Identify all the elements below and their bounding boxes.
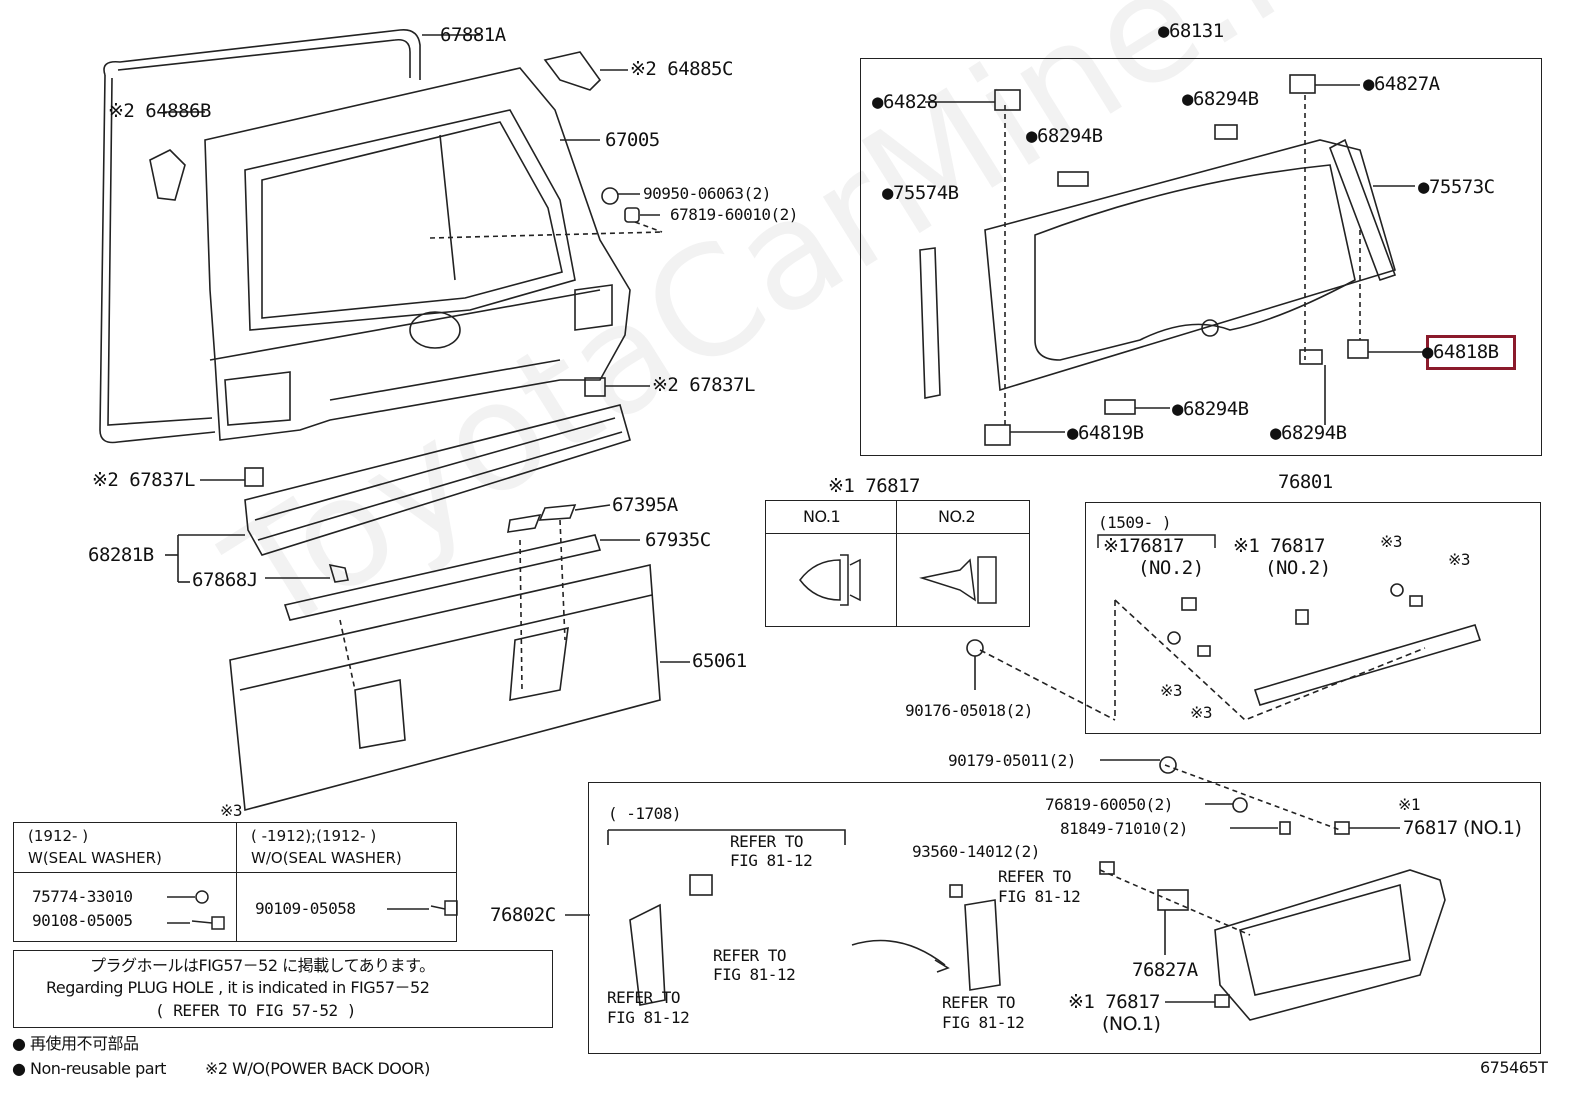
note-line-refer[interactable]: ( REFER TO FIG 57-52 ) (155, 1001, 356, 1020)
label-67837l-left[interactable]: ※2 67837L (92, 469, 195, 491)
clip-no1-heading: NO.1 (803, 507, 841, 526)
label-76819[interactable]: 76819-60050(2) (1045, 795, 1173, 814)
note-x3-b: ※3 (1448, 550, 1471, 569)
label-64828[interactable]: ●64828 (872, 91, 938, 113)
label-range-1509: (1509- ) (1098, 513, 1172, 532)
label-64818b[interactable]: ●64818B (1422, 341, 1499, 363)
label-93560[interactable]: 93560-14012(2) (912, 842, 1040, 861)
note-x1: ※1 (1398, 795, 1421, 814)
plug-hole-note (13, 950, 553, 1028)
label-65061[interactable]: 65061 (692, 650, 747, 672)
label-64827a[interactable]: ●64827A (1363, 73, 1440, 95)
refer-4-line2[interactable]: FIG 81-12 (998, 887, 1081, 906)
washer-and-bolt-icon (167, 890, 225, 930)
lamp-group-box (588, 782, 1541, 1054)
note-line-jp: プラグホールはFIG57－52 に掲載してあります。 (90, 956, 435, 975)
label-76817-d[interactable]: ※1 76817 (1068, 991, 1161, 1013)
refer-3-line1[interactable]: REFER TO (607, 988, 681, 1007)
refer-3-line2[interactable]: FIG 81-12 (607, 1008, 690, 1027)
label-64885c[interactable]: ※2 64885C (630, 58, 733, 80)
label-76817-d-no1: (NO.1) (1102, 1013, 1161, 1035)
table-90109[interactable]: 90109-05058 (255, 899, 356, 918)
label-76827a[interactable]: 76827A (1132, 959, 1198, 981)
table-col1-head1: (1912- ) (28, 827, 89, 845)
legend-nonreusable-en: ● Non-reusable part (12, 1059, 166, 1078)
table-col2-head2: W/O(SEAL WASHER) (251, 849, 402, 867)
refer-5-line2[interactable]: FIG 81-12 (942, 1013, 1025, 1032)
refer-1-line2[interactable]: FIG 81-12 (730, 851, 813, 870)
label-76817-b[interactable]: ※1 76817 (1233, 535, 1326, 557)
label-176817[interactable]: ※176817 (1103, 535, 1185, 557)
label-67395a[interactable]: 67395A (612, 494, 678, 516)
label-67005[interactable]: 67005 (605, 129, 660, 151)
label-67819[interactable]: 67819-60010(2) (670, 205, 798, 224)
label-67935c[interactable]: 67935C (645, 529, 711, 551)
bolt-icon (387, 900, 458, 916)
clip-type-box (765, 500, 1030, 627)
label-90179[interactable]: 90179-05011(2) (948, 751, 1076, 770)
label-76817-c-no1: (NO.1) (1463, 817, 1522, 839)
note-x3-c: ※3 (1160, 681, 1183, 700)
clip-no2-heading: NO.2 (938, 507, 976, 526)
label-81849[interactable]: 81849-71010(2) (1060, 819, 1188, 838)
note-line-en: Regarding PLUG HOLE , it is indicated in… (46, 978, 430, 997)
label-76801[interactable]: 76801 (1278, 471, 1333, 493)
table-marker: ※3 (220, 801, 243, 820)
refer-2-line2[interactable]: FIG 81-12 (713, 965, 796, 984)
legend-nonreusable-jp: ● 再使用不可部品 (12, 1034, 139, 1053)
note-x3-a: ※3 (1380, 532, 1403, 551)
table-75774[interactable]: 75774-33010 (32, 887, 133, 906)
label-67868j[interactable]: 67868J (192, 569, 258, 591)
label-68281b[interactable]: 68281B (88, 544, 154, 566)
refer-2-line1[interactable]: REFER TO (713, 946, 787, 965)
label-90176[interactable]: 90176-05018(2) (905, 701, 1033, 720)
seal-washer-table: (1912- ) W(SEAL WASHER) ( -1912);(1912- … (13, 822, 458, 942)
table-90108[interactable]: 90108-05005 (32, 911, 133, 930)
legend-x2: ※2 W/O(POWER BACK DOOR) (205, 1059, 430, 1078)
label-range-1708: ( -1708) (608, 804, 682, 823)
glass-group-box (860, 58, 1542, 456)
clip-type-divider-v (896, 500, 897, 627)
note-x3-d: ※3 (1190, 703, 1213, 722)
label-68294b-2[interactable]: ●68294B (1026, 125, 1103, 147)
table-col2-head1: ( -1912);(1912- ) (251, 827, 377, 845)
label-76817-b-no2: (NO.2) (1265, 557, 1331, 579)
bracket-group-box (1085, 502, 1541, 734)
refer-5-line1[interactable]: REFER TO (942, 993, 1016, 1012)
label-68131[interactable]: ●68131 (1158, 20, 1224, 42)
label-76817-c[interactable]: 76817 (1403, 817, 1458, 839)
label-64819b[interactable]: ●64819B (1067, 422, 1144, 444)
label-64886b[interactable]: ※2 64886B (108, 100, 211, 122)
label-90950[interactable]: 90950-06063(2) (643, 184, 771, 203)
label-76802c[interactable]: 76802C (490, 904, 556, 926)
clip-type-divider-h (765, 533, 1030, 534)
label-67837l-right[interactable]: ※2 67837L (652, 374, 755, 396)
refer-4-line1[interactable]: REFER TO (998, 867, 1072, 886)
label-176817-no2: (NO.2) (1138, 557, 1204, 579)
refer-1-line1[interactable]: REFER TO (730, 832, 804, 851)
label-68294b-3[interactable]: ●68294B (1172, 398, 1249, 420)
label-76817-header[interactable]: ※1 76817 (828, 475, 921, 497)
highlight-64818b (1426, 335, 1516, 370)
label-68294b-4[interactable]: ●68294B (1270, 422, 1347, 444)
catalog-number: 675465T (1480, 1058, 1548, 1077)
label-67881a[interactable]: 67881A (440, 24, 506, 46)
label-68294b-1[interactable]: ●68294B (1182, 88, 1259, 110)
table-col1-head2: W(SEAL WASHER) (28, 849, 162, 867)
label-75573c[interactable]: ●75573C (1418, 176, 1495, 198)
label-75574b[interactable]: ●75574B (882, 182, 959, 204)
